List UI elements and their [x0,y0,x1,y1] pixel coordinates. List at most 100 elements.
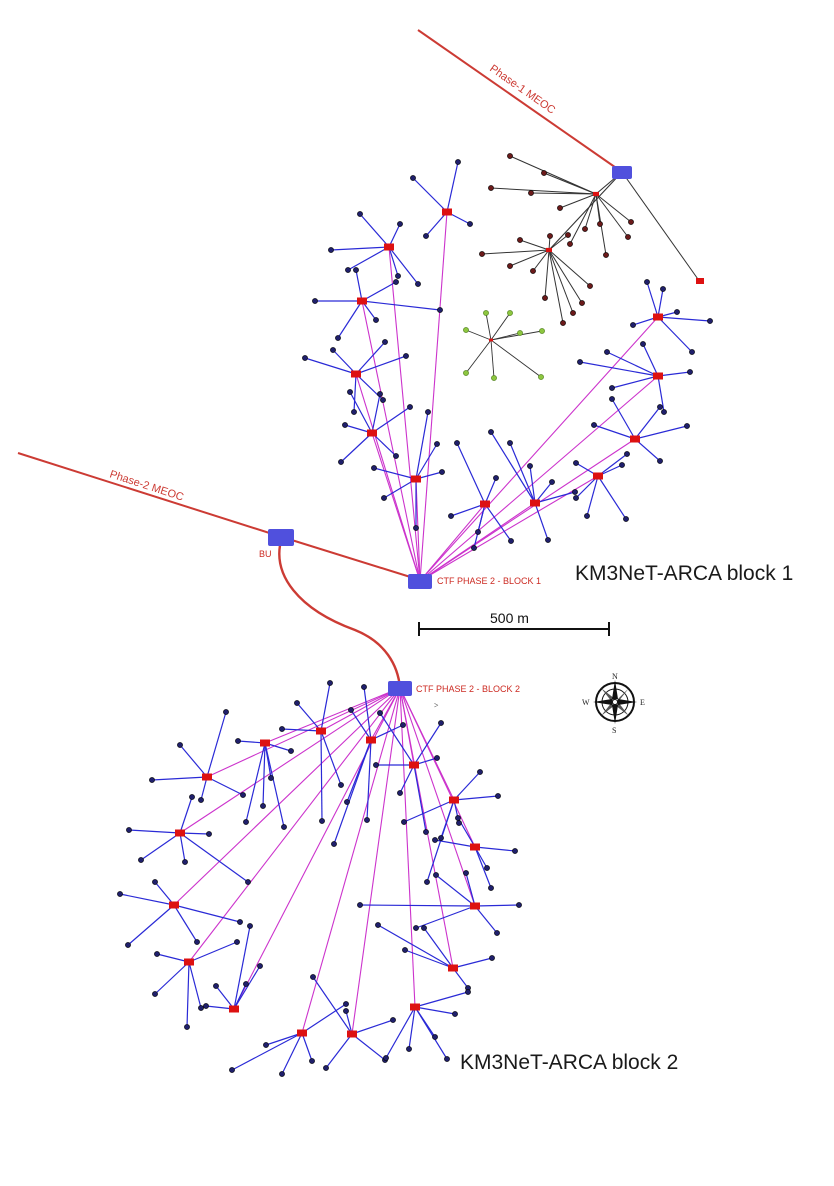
block1-du-cable [347,246,390,271]
small-marker: > [434,701,439,710]
block1-detection-unit [448,513,454,519]
phase1-meoc-cable [417,29,623,173]
green-detection-unit [538,374,544,380]
block2-interlink-cable [399,687,476,907]
compass-south-point [612,705,618,724]
block2-du-cable [262,742,266,807]
block1-du-cable [634,438,661,462]
block1-du-cable [657,316,711,322]
block1-du-cable [586,475,599,517]
block2-detection-unit [243,819,249,825]
block2-detection-unit [477,769,483,775]
block2-detection-unit [263,1042,269,1048]
junction-box-icon [480,500,490,508]
block1-detection-unit [467,221,473,227]
block2-detection-unit [364,817,370,823]
block2-detection-unit [149,777,155,783]
compass-west-point [593,699,612,705]
block2-du-cable [325,1033,353,1069]
block2-du-cable [408,1006,416,1050]
block2-du-cable [188,941,238,963]
block1-detection-unit [623,516,629,522]
block1-detection-unit [660,286,666,292]
junction-box-icon [351,370,361,378]
block1-detection-unit [454,440,460,446]
block2-detection-unit [383,1055,389,1061]
block2-detection-unit [309,1058,315,1064]
phase1-du-cable [543,172,597,195]
block2-detection-unit [281,824,287,830]
block1-detection-unit [604,349,610,355]
phase1-detection-unit [628,219,634,225]
block1-du-cable [534,491,576,504]
junction-box-layer [169,191,704,1038]
block2-du-cable [127,904,175,946]
block2-interlink-cable [301,687,401,1034]
block2-detection-unit [229,1067,235,1073]
block2-interlink-cable [264,687,401,744]
green-detection-unit [491,375,497,381]
block2-du-cable [301,1003,347,1034]
junction-node-layer [268,166,632,696]
phase1-detection-unit [579,300,585,306]
block1-detection-unit [415,281,421,287]
block1-du-cable [383,478,417,499]
block2-du-cable [434,839,476,848]
block1-detection-unit [573,460,579,466]
block1-du-cable [349,391,373,434]
green-detection-unit [539,328,545,334]
block1-du-cable [355,341,386,375]
block2-du-cable [119,893,175,906]
block2-detection-unit [234,939,240,945]
junction-box-icon [630,435,640,443]
block1-interlink-cable [388,246,421,582]
phase1-detection-unit [565,232,571,238]
block2-du-cable [179,832,249,883]
block1-detection-unit [624,451,630,457]
block2-detection-unit [182,859,188,865]
block1-interlink-cable [371,432,421,582]
block1-du-cable [484,503,512,542]
block2-detection-unit [438,720,444,726]
block2-du-cable [413,722,442,766]
block2-detection-unit [397,790,403,796]
block1-du-cable [597,475,627,520]
block2-detection-unit [268,775,274,781]
block2-du-cable [465,872,476,907]
block1-interlink-cable [419,211,448,582]
block1-du-cable [456,442,486,505]
block2-detection-unit [319,818,325,824]
junction-box-icon [366,736,376,744]
block2-du-cable [179,744,208,778]
block2-detection-unit [390,1017,396,1023]
block2-detection-unit [348,707,354,713]
phase1-du-cable [548,249,564,324]
compass-north-point [612,680,618,699]
block2-du-cable [370,724,404,741]
phase1-du-cable [548,249,591,287]
block1-detection-unit [437,307,443,313]
block2-detection-unit [323,1065,329,1071]
block1-detection-unit [572,489,578,495]
ctf-block1-label: CTF PHASE 2 - BLOCK 1 [437,576,541,586]
block2-du-cable [379,712,415,766]
block1-detection-unit [471,545,477,551]
block2-detection-unit [213,983,219,989]
block2-detection-unit [245,879,251,885]
bu-to-ctf1-cable [281,536,421,581]
compass-east-point [618,699,637,705]
block2-du-cable [474,846,492,889]
block1-du-cable [490,431,536,504]
block1-du-cable [337,300,363,339]
block1-detection-unit [338,459,344,465]
phase1-du-cable [532,249,550,272]
block1-detection-unit [312,298,318,304]
detection-unit-layer [117,153,713,1077]
block2-detection-unit [434,755,440,761]
junction-box-icon [260,739,270,747]
block1-detection-unit [342,422,348,428]
bu-label: BU [259,549,272,559]
block2-detection-unit [406,1046,412,1052]
phase1-du-cable [509,155,597,195]
block2-detection-unit [152,879,158,885]
